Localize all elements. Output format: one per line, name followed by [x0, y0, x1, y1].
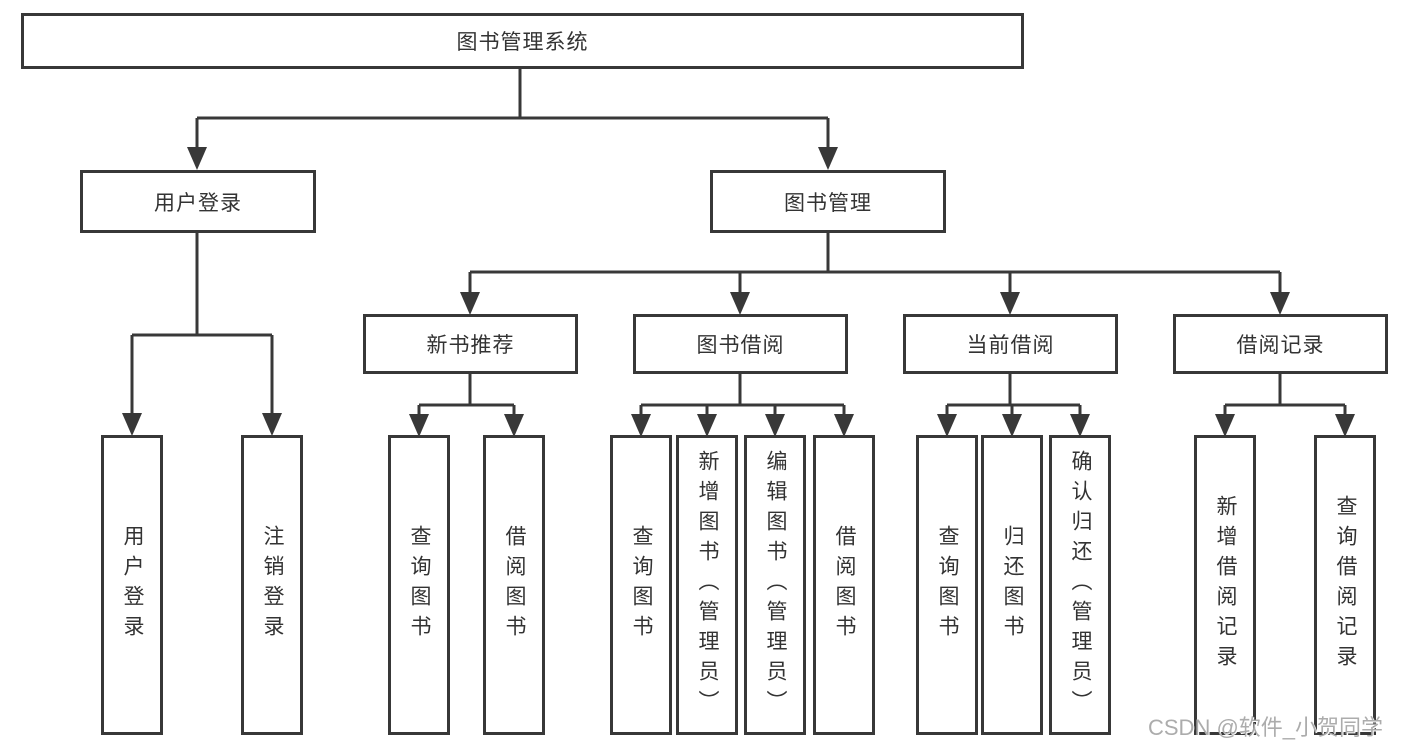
arrowheads	[122, 147, 1355, 437]
leaf-records-query-record: 查询借阅记录	[1314, 435, 1376, 735]
leaf-recommend-borrow-books: 借阅图书	[483, 435, 545, 735]
watermark: CSDN @软件_小贺同学	[1148, 715, 1384, 740]
node-new-book-recommend: 新书推荐	[363, 314, 578, 374]
node-user-login: 用户登录	[80, 170, 316, 233]
node-current-borrow: 当前借阅	[903, 314, 1118, 374]
leaf-user-login: 用户登录	[101, 435, 163, 735]
leaf-recommend-query-books: 查询图书	[388, 435, 450, 735]
leaf-records-add-record: 新增借阅记录	[1194, 435, 1256, 735]
leaf-borrow-borrow-books: 借阅图书	[813, 435, 875, 735]
node-book-borrow: 图书借阅	[633, 314, 848, 374]
leaf-borrow-query-books: 查询图书	[610, 435, 672, 735]
leaf-borrow-add-books-admin: 新增图书（管理员）	[676, 435, 738, 735]
leaf-logout: 注销登录	[241, 435, 303, 735]
leaf-current-return-books: 归还图书	[981, 435, 1043, 735]
leaf-borrow-edit-books-admin: 编辑图书（管理员）	[744, 435, 806, 735]
node-borrow-records: 借阅记录	[1173, 314, 1388, 374]
leaf-current-query-books: 查询图书	[916, 435, 978, 735]
node-root: 图书管理系统	[21, 13, 1024, 69]
node-book-management: 图书管理	[710, 170, 946, 233]
leaf-current-confirm-return-admin: 确认归还（管理员）	[1049, 435, 1111, 735]
